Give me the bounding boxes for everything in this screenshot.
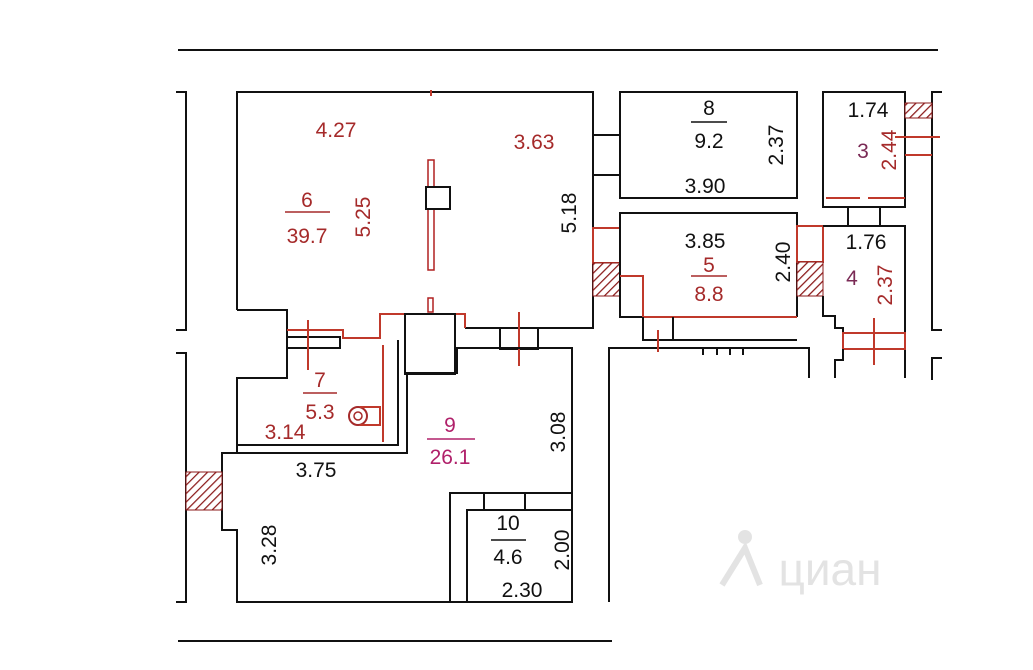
hatched-column — [185, 471, 223, 511]
room-8-dim-width: 3.90 — [685, 175, 726, 198]
room-9-dim-width: 3.75 — [296, 459, 337, 482]
room-5-number: 5 — [703, 254, 715, 277]
watermark-logo-icon — [719, 541, 763, 587]
room-4-dim-height: 2.37 — [874, 265, 897, 306]
room-9-area: 26.1 — [430, 446, 471, 469]
room-6-area: 39.7 — [287, 225, 328, 248]
room-10-area: 4.6 — [493, 546, 522, 569]
room-6-dim-height: 5.25 — [352, 197, 375, 238]
room-6: 4.27 3.63 6 39.7 5.25 5.18 — [236, 90, 621, 446]
hatched-column — [592, 262, 621, 297]
room-4-number: 4 — [846, 267, 858, 290]
room-9: 9 26.1 3.08 3.75 3.28 — [185, 347, 573, 603]
room-6-number: 6 — [301, 189, 313, 212]
room-4: 1.76 4 2.37 — [822, 225, 906, 378]
room-6-dim-width-left: 4.27 — [316, 119, 357, 142]
room-7-number: 7 — [314, 369, 326, 392]
room-5: 3.85 5 8.8 2.40 — [619, 212, 824, 355]
room-8-number: 8 — [703, 97, 715, 120]
room-3-number: 3 — [857, 140, 869, 163]
room-8-dim-height: 2.37 — [765, 125, 788, 166]
room-4-dim-width: 1.76 — [846, 231, 887, 254]
room-9-dim-height-right: 3.08 — [547, 412, 570, 453]
room-9-number: 9 — [444, 414, 456, 437]
room-9-dim-height-left: 3.28 — [258, 525, 281, 566]
room-7: 7 5.3 3.14 — [265, 345, 384, 444]
outer-walls — [176, 49, 942, 642]
room-7-area: 5.3 — [305, 401, 334, 424]
room-8: 8 9.2 2.37 3.90 — [619, 91, 798, 199]
room-10-dim-height: 2.00 — [551, 530, 574, 571]
room-10-dim-width: 2.30 — [502, 579, 543, 602]
room-10-number: 10 — [496, 512, 519, 535]
hatched-column — [904, 102, 933, 119]
room-8-area: 9.2 — [694, 130, 723, 153]
room-6-dim-width-right: 3.63 — [514, 131, 555, 154]
room-3-dim-width: 1.74 — [848, 99, 889, 122]
room-3-dim-height: 2.44 — [878, 129, 901, 170]
room-6-dim-height-right: 5.18 — [558, 193, 581, 234]
room-10: 10 4.6 2.00 2.30 — [449, 492, 574, 602]
watermark-logo-icon — [738, 530, 752, 544]
room-5-dim-width: 3.85 — [685, 230, 726, 253]
room-3: 1.74 3 2.44 — [822, 91, 940, 227]
watermark: циан — [719, 530, 882, 595]
room-7-dim-width: 3.14 — [265, 421, 306, 444]
hatched-column — [796, 261, 824, 297]
room-5-area: 8.8 — [694, 283, 723, 306]
watermark-text: циан — [778, 543, 881, 595]
room-5-dim-height: 2.40 — [772, 242, 795, 283]
